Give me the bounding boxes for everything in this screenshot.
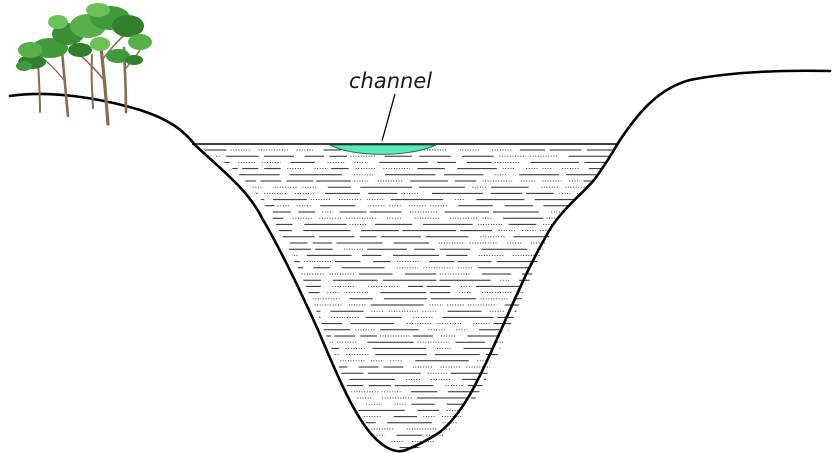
channel-label: channel: [349, 69, 432, 93]
trees-group: [16, 3, 152, 126]
channel-leader-line: [381, 93, 396, 142]
tree-foliage: [16, 3, 152, 71]
channel-water: [329, 144, 437, 155]
valley-profile-line: [8, 69, 832, 453]
sediment-fill: [192, 144, 618, 449]
